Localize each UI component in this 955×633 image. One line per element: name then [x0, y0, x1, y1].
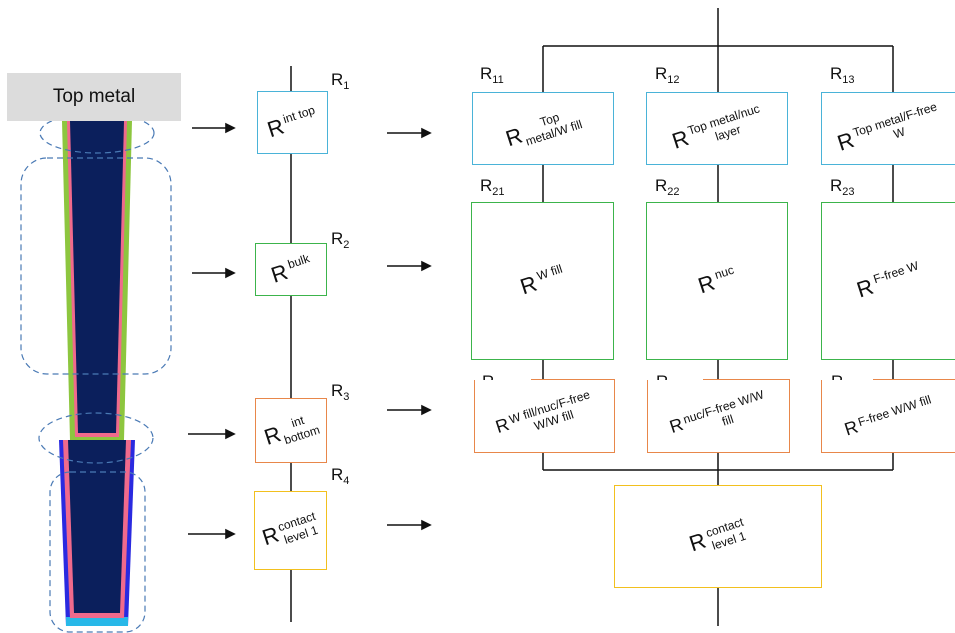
r4-subscript: 4 [343, 475, 350, 487]
r23-subscript: 23 [842, 186, 855, 198]
r4-label: R4 [331, 465, 349, 487]
r32-box-subscript-line2: fill [720, 411, 736, 429]
r21-label: R21 [480, 176, 505, 198]
lower-contact-fill [68, 440, 126, 613]
r2-letter: R [331, 229, 344, 248]
r32-box-top-edge [703, 379, 790, 380]
top-metal-label: Top metal [7, 73, 181, 121]
interface-bottom-outline [38, 412, 154, 464]
r21-letter: R [480, 176, 493, 195]
r1-box-subscript: int top [281, 102, 317, 126]
r2-label: R2 [331, 229, 349, 251]
r12-label: R12 [655, 64, 680, 86]
r22-box-subscript: nuc [712, 262, 736, 283]
r23-label: R23 [830, 176, 855, 198]
r4-letter: R [331, 465, 344, 484]
r23-letter: R [830, 176, 843, 195]
r3-letter: R [331, 381, 344, 400]
r13-subscript: 13 [842, 74, 855, 86]
r11-letter: R [480, 64, 493, 83]
lower-contact-cyan-bottom [66, 617, 128, 626]
top-metal-text: Top metal [52, 86, 136, 107]
r11-subscript: 11 [492, 74, 504, 86]
r3-label: R3 [331, 381, 349, 403]
r12-subscript: 12 [667, 74, 680, 86]
r21-subscript: 21 [492, 186, 505, 198]
r33-box-subscript: F-free W/W fill [856, 391, 933, 429]
r11-label: R11 [480, 64, 504, 86]
r2-box-subscript: bulk [285, 250, 311, 271]
r31-box-top-edge [531, 379, 615, 380]
r21-box-subscript: W fill [535, 261, 565, 284]
r22-label: R22 [655, 176, 680, 198]
r2-subscript: 2 [343, 239, 350, 251]
bulk-region-outline [20, 157, 172, 375]
r1-letter: R [331, 70, 344, 89]
contact-region-outline [49, 471, 146, 633]
upper-via-fill [70, 121, 124, 433]
r13-box-subscript-line2: W [891, 123, 907, 141]
r33-box-top-edge [873, 379, 955, 380]
r13-label: R13 [830, 64, 855, 86]
r1-subscript: 1 [343, 80, 350, 92]
r23-box-subscript: F-free W [871, 258, 920, 287]
r22-letter: R [655, 176, 668, 195]
r13-letter: R [830, 64, 843, 83]
r3-subscript: 3 [343, 391, 350, 403]
r1-label: R1 [331, 70, 349, 92]
r12-letter: R [655, 64, 668, 83]
r22-subscript: 22 [667, 186, 680, 198]
